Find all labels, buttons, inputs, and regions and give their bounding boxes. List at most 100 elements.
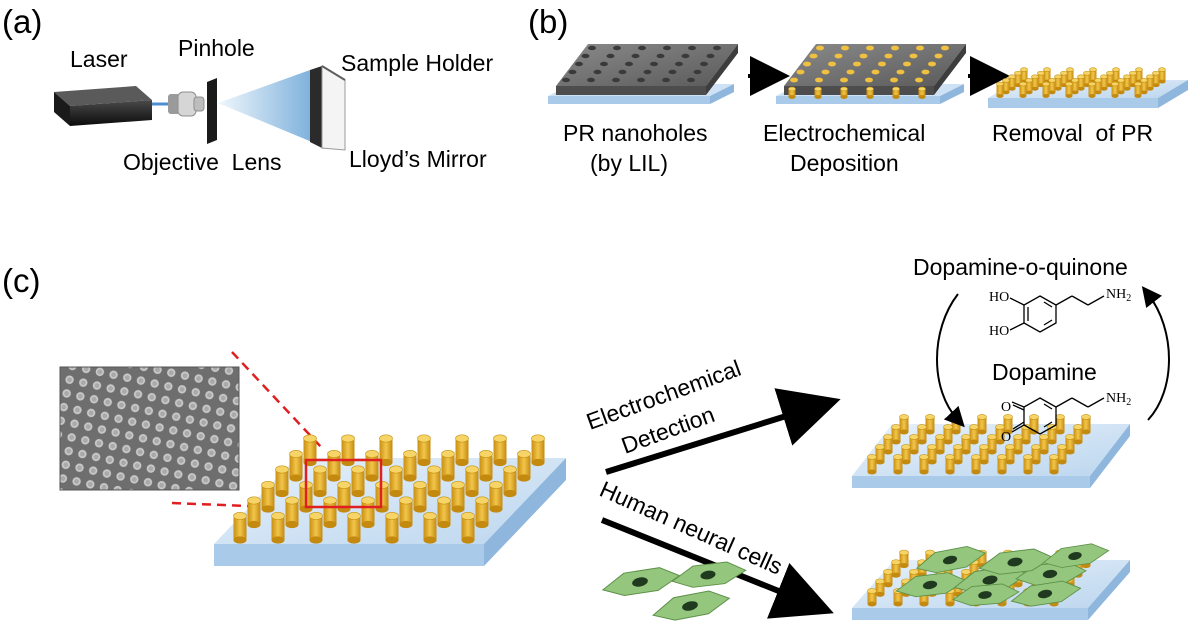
nanopillar-detection bbox=[1065, 434, 1075, 455]
reduction-arrow bbox=[936, 293, 965, 428]
nanopillar-large bbox=[361, 496, 375, 529]
step2-label-line1: Electrochemical bbox=[763, 120, 925, 146]
zoom-region-box bbox=[304, 458, 383, 509]
sample-holder-label: Sample Holder bbox=[341, 50, 493, 76]
nanopillar-small bbox=[1146, 74, 1154, 91]
nanopillar-large bbox=[451, 481, 465, 513]
neural-cell-attached bbox=[1042, 543, 1110, 568]
deposition-substrate bbox=[776, 44, 966, 104]
deposited-gold-dot bbox=[884, 53, 893, 59]
nanohole bbox=[650, 61, 658, 67]
deposited-gold-dot bbox=[841, 45, 849, 51]
nanopillar-small bbox=[1042, 81, 1050, 98]
laser-label: Laser bbox=[70, 46, 128, 72]
nanopillar-large bbox=[403, 450, 417, 482]
nanopillar-large bbox=[517, 450, 531, 482]
nanopillar-culture bbox=[899, 549, 909, 569]
nanopillar-detection bbox=[901, 444, 911, 465]
nanohole bbox=[587, 77, 595, 83]
nanopillar-detection bbox=[1055, 414, 1065, 435]
deposited-gold-dot bbox=[891, 45, 899, 51]
nanopillar-small bbox=[1031, 74, 1039, 91]
nanopillar-detection bbox=[883, 434, 893, 455]
nanopillar-culture bbox=[875, 578, 885, 597]
nanopillar-large bbox=[313, 465, 327, 498]
nanopillar-large bbox=[461, 512, 475, 544]
zoom-line-top bbox=[231, 351, 323, 449]
panel-c-label: (c) bbox=[2, 262, 40, 299]
nanopillar-small bbox=[1100, 74, 1108, 91]
nanopillar-small bbox=[1025, 78, 1033, 95]
deposited-gold-dot bbox=[809, 53, 818, 59]
deposited-gold-dot bbox=[878, 61, 886, 67]
dopamine-quinone-label: Dopamine-o-quinone bbox=[913, 254, 1128, 280]
nanopillar-small bbox=[1117, 78, 1125, 95]
deposited-gold-dot bbox=[941, 45, 949, 51]
nanopillar-detection bbox=[1073, 424, 1083, 445]
amine-top: NH2 bbox=[1106, 287, 1131, 304]
lloyds-mirror-label: Lloyd’s Mirror bbox=[349, 146, 487, 172]
nanopillar-detection bbox=[943, 424, 953, 445]
nanopillar-detection bbox=[867, 454, 877, 475]
deposited-gold-dot bbox=[834, 53, 843, 59]
deposited-gold-dot bbox=[816, 45, 824, 51]
deposited-gold-dot bbox=[803, 61, 811, 67]
nanopillar-small bbox=[1077, 74, 1085, 91]
nanopillar-small bbox=[1008, 74, 1016, 91]
nanopillar-large bbox=[389, 465, 403, 498]
amine-bottom: NH2 bbox=[1106, 391, 1131, 408]
edge-pillar bbox=[918, 86, 926, 99]
nanohole bbox=[638, 45, 646, 51]
nanohole bbox=[668, 69, 677, 75]
nanopillar-small bbox=[1019, 81, 1027, 98]
pinhole-plate bbox=[207, 78, 217, 144]
step1-label-line2: (by LIL) bbox=[590, 150, 668, 176]
nanopillar-detection bbox=[977, 414, 987, 435]
nanopillar-detection bbox=[987, 434, 997, 455]
nanohole bbox=[663, 45, 671, 51]
quinone-oxygen-top: O bbox=[1001, 400, 1011, 415]
deposited-gold-dot bbox=[866, 45, 874, 51]
nanopillar-detection bbox=[909, 434, 919, 455]
sample-holder-mirror bbox=[310, 65, 346, 151]
hydroxyl-bottom: HO bbox=[989, 324, 1009, 339]
pillar-grid-small bbox=[996, 67, 1166, 98]
filled-hole-grid bbox=[788, 45, 949, 99]
neural-cells-free bbox=[601, 561, 747, 621]
nanopillar-small bbox=[1140, 78, 1148, 95]
nanopillar-large bbox=[351, 465, 365, 498]
nanopillar-detection bbox=[1031, 444, 1041, 465]
pr-nanoholes-substrate bbox=[548, 44, 738, 104]
panel-b: (b) bbox=[528, 3, 1188, 176]
nanopillar-detection bbox=[961, 434, 971, 455]
panel-c: (c) Electrochemical Detection Human neur… bbox=[2, 254, 1170, 621]
nanopillar-small bbox=[1094, 78, 1102, 95]
nanopillar-detection bbox=[1003, 414, 1013, 435]
nanohole bbox=[675, 61, 683, 67]
edge-pillar bbox=[788, 86, 796, 99]
neural-cell-attached bbox=[915, 546, 987, 574]
neural-cells-arrow bbox=[600, 517, 834, 619]
nanopillar-large bbox=[427, 465, 441, 498]
pinhole-label: Pinhole bbox=[178, 35, 255, 61]
nanopillar-large bbox=[385, 512, 399, 544]
nanohole bbox=[700, 61, 708, 67]
nanopillar-detection bbox=[893, 454, 903, 475]
nanohole bbox=[713, 45, 721, 51]
nanopillar-culture bbox=[883, 568, 893, 588]
nanohole bbox=[613, 45, 621, 51]
deposited-gold-dot bbox=[859, 53, 868, 59]
nanopillar-small bbox=[1158, 67, 1166, 84]
edge-pillar bbox=[892, 86, 900, 99]
deposited-gold-dot bbox=[890, 77, 898, 83]
nanopillar-small bbox=[1054, 74, 1062, 91]
nanopillar-large bbox=[413, 481, 427, 513]
nanopillar-large bbox=[247, 496, 261, 529]
neural-cell bbox=[601, 567, 681, 597]
nanopillar-detection bbox=[891, 424, 901, 445]
nanopillar-large bbox=[233, 512, 247, 544]
laser-device bbox=[54, 86, 152, 126]
cell-culture-substrate bbox=[852, 543, 1130, 620]
deposited-gold-dot bbox=[865, 77, 873, 83]
